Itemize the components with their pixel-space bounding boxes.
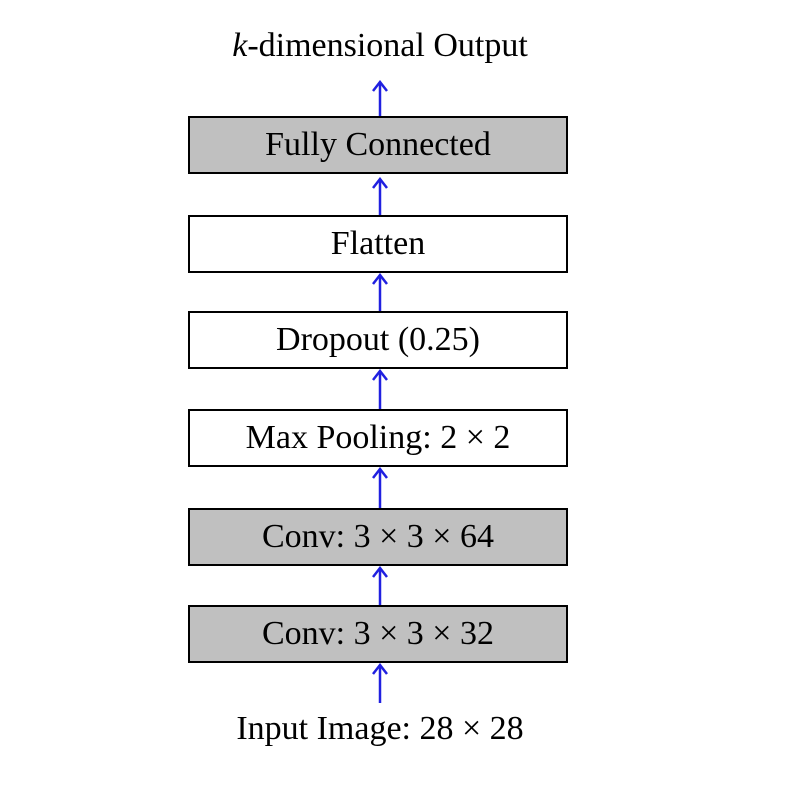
arrow-up-icon — [372, 369, 388, 409]
layer-conv-64-label: Conv: 3 × 3 × 64 — [262, 518, 494, 555]
arrow-up-icon — [372, 177, 388, 215]
output-label-variable: k — [232, 27, 248, 64]
layer-conv-32: Conv: 3 × 3 × 32 — [188, 605, 568, 663]
layer-dropout-label: Dropout (0.25) — [276, 321, 480, 358]
arrow-up-icon — [372, 273, 388, 311]
layer-fully-connected: Fully Connected — [188, 116, 568, 174]
arrow-up-icon — [372, 467, 388, 508]
layer-flatten-label: Flatten — [330, 225, 426, 262]
layer-conv-64: Conv: 3 × 3 × 64 — [188, 508, 568, 566]
layer-conv-32-label: Conv: 3 × 3 × 32 — [262, 615, 494, 652]
output-label: k-dimensional Output — [0, 26, 760, 66]
layer-dropout: Dropout (0.25) — [188, 311, 568, 369]
layer-fully-connected-label: Fully Connected — [265, 126, 491, 163]
layer-max-pooling-label: Max Pooling: 2 × 2 — [245, 419, 511, 456]
input-label: Input Image: 28 × 28 — [236, 710, 524, 747]
arrow-up-icon — [372, 663, 388, 703]
layer-max-pooling: Max Pooling: 2 × 2 — [188, 409, 568, 467]
arrow-up-icon — [372, 80, 388, 116]
output-label-text: -dimensional Output — [247, 27, 528, 64]
layer-flatten: Flatten — [188, 215, 568, 273]
arrow-up-icon — [372, 566, 388, 605]
